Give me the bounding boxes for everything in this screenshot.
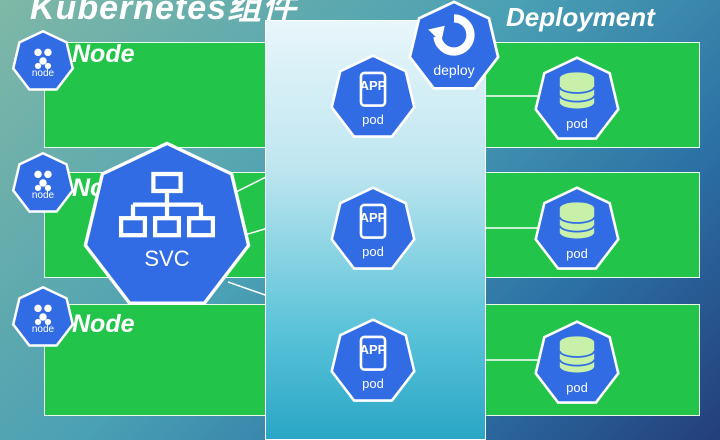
db-pod-icon-3: pod <box>534 320 620 406</box>
pod-label: pod <box>362 244 384 259</box>
pod-icon-3: APP pod <box>330 318 416 404</box>
app-text: APP <box>359 342 387 357</box>
database-icon <box>558 202 596 239</box>
node-icon-1: node <box>11 29 75 92</box>
database-icon <box>558 72 596 109</box>
deployment-label: Deployment <box>506 2 655 32</box>
refresh-icon <box>428 14 475 56</box>
pod-icon-2: APP pod <box>330 186 416 272</box>
database-icon <box>558 336 596 373</box>
pod-label: pod <box>362 112 384 127</box>
db-pod-icon-2: pod <box>534 186 620 272</box>
app-text: APP <box>359 210 387 225</box>
deploy-icon: deploy <box>408 0 500 92</box>
phone-icon <box>359 335 387 371</box>
node-label-1: Node <box>72 40 135 68</box>
node-icon-3: node <box>11 285 75 348</box>
phone-icon <box>359 71 387 107</box>
pod-icon-1: APP pod <box>330 54 416 140</box>
app-text: APP <box>359 78 387 93</box>
network-tree-icon <box>118 171 216 238</box>
deploy-label: deploy <box>433 62 475 78</box>
svc-label: SVC <box>144 246 190 271</box>
node-icon-label: node <box>31 324 55 335</box>
title: Kubernetes组件 <box>30 0 298 27</box>
phone-icon <box>359 203 387 239</box>
node-label-3: Node <box>72 310 135 338</box>
node-icon-2: node <box>11 151 75 214</box>
pod-label: pod <box>566 380 588 395</box>
db-pod-icon-1: pod <box>534 56 620 142</box>
node-icon-label: node <box>31 190 55 201</box>
pod-label: pod <box>362 376 384 391</box>
pod-label: pod <box>566 246 588 261</box>
pod-label: pod <box>566 116 588 131</box>
svc-icon: SVC <box>82 140 252 310</box>
node-icon-label: node <box>31 68 55 79</box>
